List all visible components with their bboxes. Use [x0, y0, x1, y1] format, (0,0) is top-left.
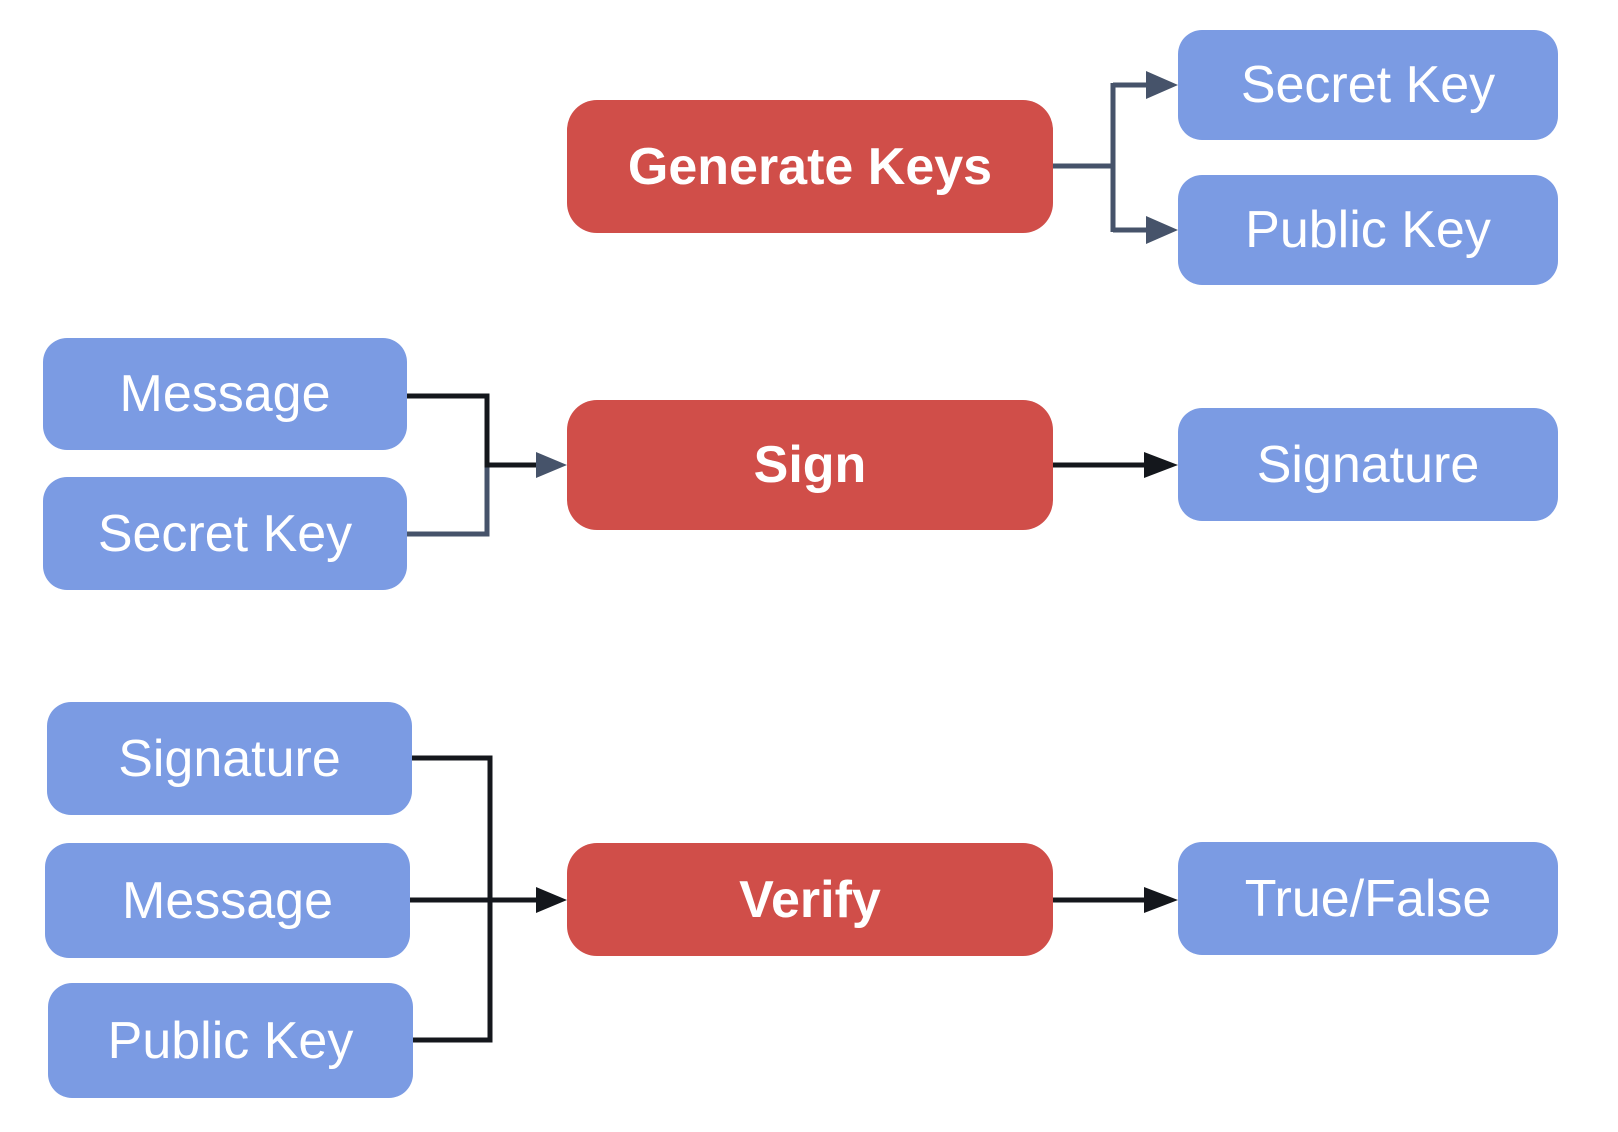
arrowhead-to-public-key [1146, 216, 1178, 244]
keygen-split-line [1053, 82, 1150, 233]
message-input-verify-box: Message [45, 843, 410, 958]
public-key-output-label: Public Key [1245, 201, 1491, 259]
generate-keys-process-box: Generate Keys [567, 100, 1053, 233]
generate-keys-label: Generate Keys [627, 137, 993, 196]
message-input-verify-label: Message [122, 871, 333, 930]
arrowhead-into-sign [536, 452, 567, 478]
signature-output-label: Signature [1256, 435, 1480, 494]
secret-key-to-merge-line [407, 463, 490, 537]
secret-key-output-label: Secret Key [1240, 56, 1496, 114]
signature-output-box: Signature [1178, 408, 1558, 521]
signature-to-merge-line [412, 755, 493, 1043]
keygen-connectors [1053, 71, 1178, 244]
sign-label: Sign [753, 436, 867, 494]
secret-key-output-box: Secret Key [1178, 30, 1558, 140]
public-key-output-box: Public Key [1178, 175, 1558, 285]
public-key-input-label: Public Key [107, 1011, 354, 1070]
arrowhead-to-secret-key [1146, 71, 1178, 99]
true-false-output-box: True/False [1178, 842, 1558, 955]
arrowhead-into-true-false [1144, 887, 1178, 913]
signature-input-box: Signature [47, 702, 412, 815]
message-input-sign-label: Message [119, 365, 331, 423]
arrowhead-into-signature [1144, 452, 1178, 478]
verify-label: Verify [739, 870, 881, 929]
message-input-sign-box: Message [43, 338, 407, 450]
sign-process-box: Sign [567, 400, 1053, 530]
signature-input-label: Signature [118, 729, 341, 788]
public-key-input-box: Public Key [48, 983, 413, 1098]
secret-key-input-box: Secret Key [43, 477, 407, 590]
verify-process-box: Verify [567, 843, 1053, 956]
arrowhead-into-verify [536, 887, 567, 913]
message-to-merge-line [407, 393, 540, 468]
true-false-output-label: True/False [1244, 869, 1492, 928]
secret-key-input-label: Secret Key [97, 504, 353, 563]
